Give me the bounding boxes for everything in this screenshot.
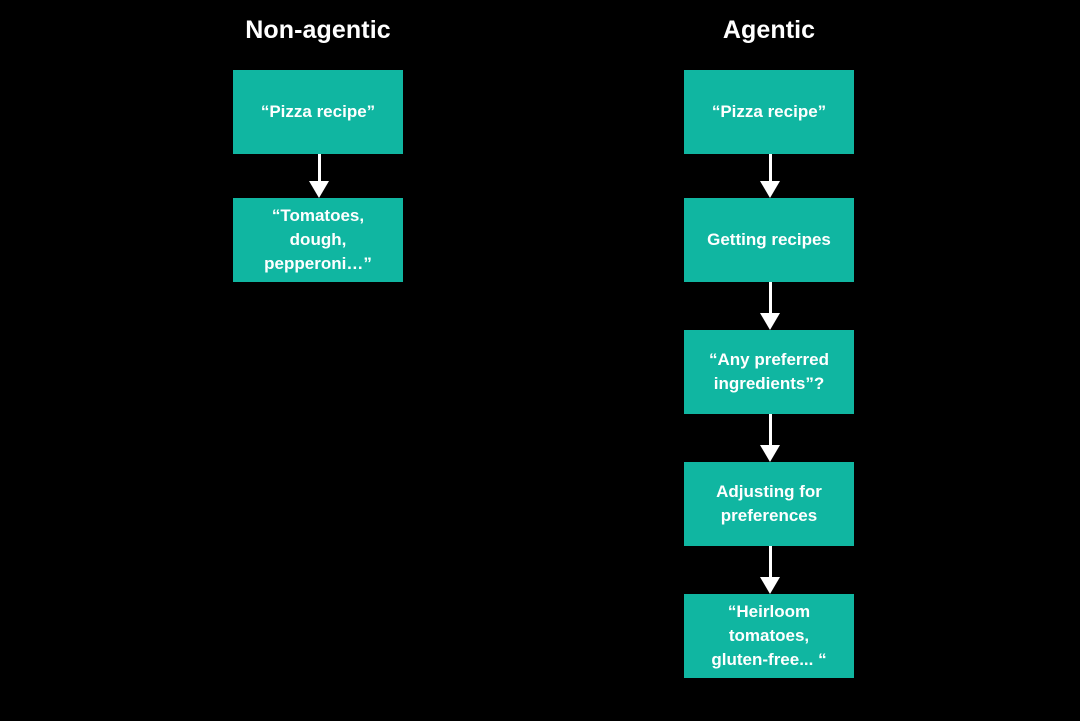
arrow-head-icon [760, 577, 780, 594]
arrow-shaft [768, 282, 772, 314]
node-left-answer-line-2: dough, [289, 229, 347, 249]
node-right-getting: Getting recipes [684, 198, 854, 282]
node-right-adjusting: Adjusting for preferences [684, 462, 854, 546]
node-left-query: “Pizza recipe” [233, 70, 403, 154]
node-left-answer-line-3: pepperoni…” [264, 254, 372, 274]
node-right-question-line-2: ingredients”? [713, 374, 825, 393]
node-left-query-line-1: “Pizza recipe” [260, 101, 376, 121]
column-header-agentic: Agentic [722, 16, 816, 44]
arrow-shaft [317, 154, 321, 182]
arrow-right-4 [757, 546, 783, 594]
node-right-adjusting-line-2: preferences [720, 506, 818, 525]
column-header-non-agentic: Non-agentic [245, 16, 391, 44]
node-right-answer: “Heirloom tomatoes, gluten-free... “ [684, 594, 854, 678]
node-right-answer-line-3: gluten-free... “ [711, 650, 827, 670]
node-right-answer-line-1: “Heirloom [727, 601, 811, 621]
arrow-head-icon [760, 445, 780, 462]
node-right-question: “Any preferred ingredients”? [684, 330, 854, 414]
node-right-getting-line-1: Getting recipes [707, 229, 831, 249]
node-left-answer-line-1: “Tomatoes, [271, 205, 365, 225]
node-left-answer: “Tomatoes, dough, pepperoni…” [233, 198, 403, 282]
node-right-question-line-1: “Any preferred [709, 349, 829, 369]
arrow-right-1 [757, 154, 783, 198]
node-right-answer-line-2: tomatoes, [728, 625, 810, 645]
node-right-query-line-1: “Pizza recipe” [711, 101, 827, 121]
arrow-left-1 [306, 154, 332, 198]
node-right-adjusting-line-1: Adjusting for [716, 481, 822, 501]
arrow-head-icon [309, 181, 329, 198]
arrow-head-icon [760, 181, 780, 198]
arrow-shaft [768, 414, 772, 446]
arrow-shaft [768, 546, 772, 578]
arrow-right-2 [757, 282, 783, 330]
arrow-shaft [768, 154, 772, 182]
node-right-query: “Pizza recipe” [684, 70, 854, 154]
arrow-right-3 [757, 414, 783, 462]
arrow-head-icon [760, 313, 780, 330]
